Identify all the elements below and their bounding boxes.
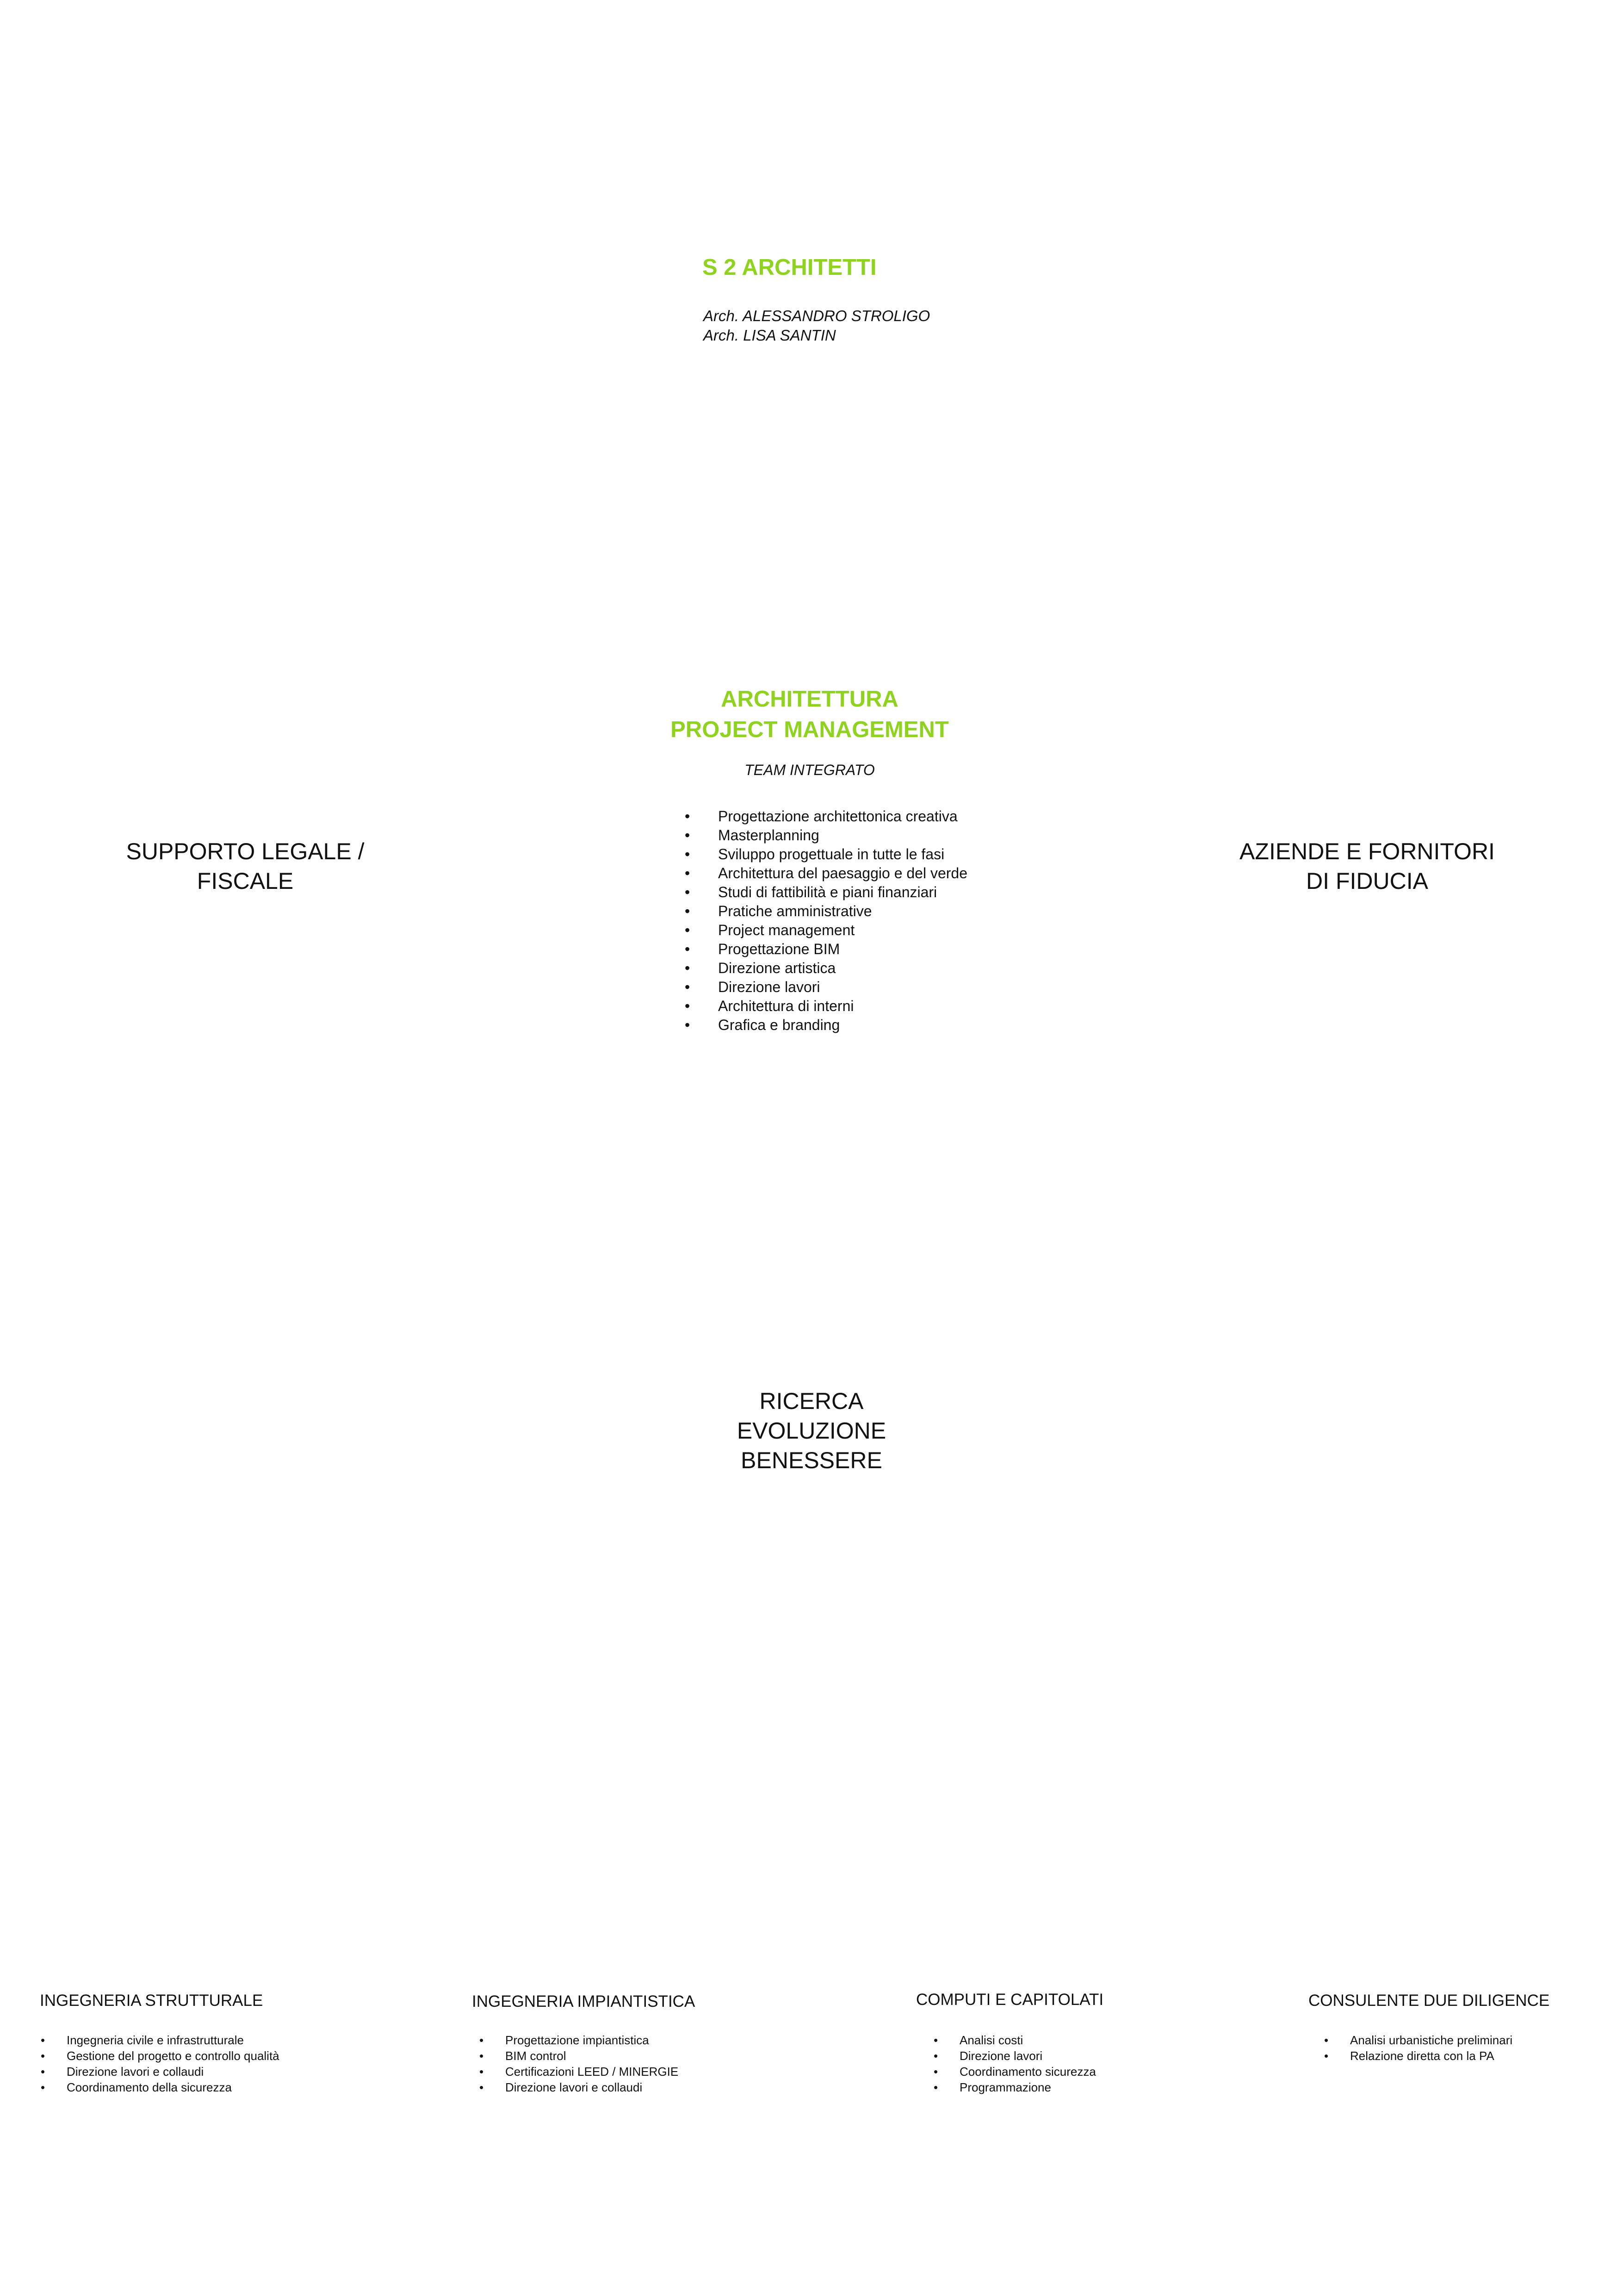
team-subtitle: TEAM INTEGRATO [744, 762, 875, 778]
service-item: Grafica e branding [685, 1016, 967, 1035]
service-item: Sviluppo progettuale in tutte le fasi [685, 845, 967, 864]
service-item: Pratiche amministrative [685, 902, 967, 921]
services-list: Progettazione architettonica creativa Ma… [685, 807, 967, 1035]
partner-item: Relazione diretta con la PA [1324, 2048, 1549, 2064]
partners-names: Arch. ALESSANDRO STROLIGO Arch. LISA SAN… [703, 306, 930, 345]
architect-name: Arch. LISA SANTIN [703, 327, 836, 344]
suppliers-label: AZIENDE E FORNITORI DI FIDUCIA [1217, 837, 1518, 896]
partner-title: INGEGNERIA IMPIANTISTICA [472, 1992, 695, 2011]
partner-item: Gestione del progetto e controllo qualit… [41, 2048, 279, 2064]
partner-item: Progettazione impiantistica [479, 2032, 695, 2048]
partner-item: Coordinamento della sicurezza [41, 2079, 279, 2095]
partner-item: Certificazioni LEED / MINERGIE [479, 2064, 695, 2079]
partner-column-costing: COMPUTI E CAPITOLATI Analisi costi Direz… [916, 1990, 1103, 2095]
core-service-title: ARCHITETTURA PROJECT MANAGEMENT [555, 684, 1064, 745]
partner-item: Direzione lavori [934, 2048, 1103, 2064]
architect-name: Arch. ALESSANDRO STROLIGO [703, 307, 930, 324]
partner-items: Ingegneria civile e infrastrutturale Ges… [41, 2032, 279, 2095]
partner-title: COMPUTI E CAPITOLATI [916, 1991, 1104, 2009]
partner-item: Direzione lavori e collaudi [479, 2079, 695, 2095]
partner-item: Coordinamento sicurezza [934, 2064, 1103, 2079]
partner-item: Analisi urbanistiche preliminari [1324, 2032, 1549, 2048]
service-item: Project management [685, 921, 967, 940]
label-line: SUPPORTO LEGALE / [126, 838, 365, 864]
partner-items: Analisi costi Direzione lavori Coordinam… [934, 2032, 1103, 2095]
partner-title: INGEGNERIA STRUTTURALE [40, 1992, 263, 2010]
core-service-block: ARCHITETTURA PROJECT MANAGEMENT TEAM INT… [555, 684, 1064, 779]
partner-column-due-diligence: CONSULENTE DUE DILIGENCE Analisi urbanis… [1308, 1991, 1549, 2064]
service-item: Architettura del paesaggio e del verde [685, 864, 967, 883]
firm-name: S 2 ARCHITETTI [702, 255, 877, 280]
partner-items: Progettazione impiantistica BIM control … [479, 2032, 695, 2095]
service-item: Direzione artistica [685, 959, 967, 978]
partner-title: CONSULENTE DUE DILIGENCE [1308, 1992, 1550, 2010]
value-line: RICERCA [759, 1388, 864, 1414]
service-item: Direzione lavori [685, 978, 967, 997]
partner-item: Ingegneria civile e infrastrutturale [41, 2032, 279, 2048]
service-item: Progettazione BIM [685, 940, 967, 959]
partner-item: Analisi costi [934, 2032, 1103, 2048]
label-line: AZIENDE E FORNITORI [1239, 838, 1495, 864]
service-item: Progettazione architettonica creativa [685, 807, 967, 826]
value-line: EVOLUZIONE [737, 1418, 886, 1444]
label-line: DI FIDUCIA [1306, 868, 1428, 894]
core-title-line: ARCHITETTURA [721, 687, 898, 712]
values-label: RICERCA EVOLUZIONE BENESSERE [673, 1386, 950, 1475]
partner-column-mep: INGEGNERIA IMPIANTISTICA Progettazione i… [472, 1992, 695, 2095]
legal-support-label: SUPPORTO LEGALE / FISCALE [106, 837, 384, 896]
partner-item: BIM control [479, 2048, 695, 2064]
partner-items: Analisi urbanistiche preliminari Relazio… [1324, 2032, 1549, 2064]
partner-column-structural: INGEGNERIA STRUTTURALE Ingegneria civile… [40, 1991, 279, 2095]
partner-item: Programmazione [934, 2079, 1103, 2095]
partner-item: Direzione lavori e collaudi [41, 2064, 279, 2079]
label-line: FISCALE [197, 868, 294, 894]
core-title-line: PROJECT MANAGEMENT [670, 717, 949, 742]
service-item: Studi di fattibilità e piani finanziari [685, 883, 967, 902]
value-line: BENESSERE [741, 1447, 882, 1473]
service-item: Masterplanning [685, 826, 967, 845]
service-item: Architettura di interni [685, 997, 967, 1016]
